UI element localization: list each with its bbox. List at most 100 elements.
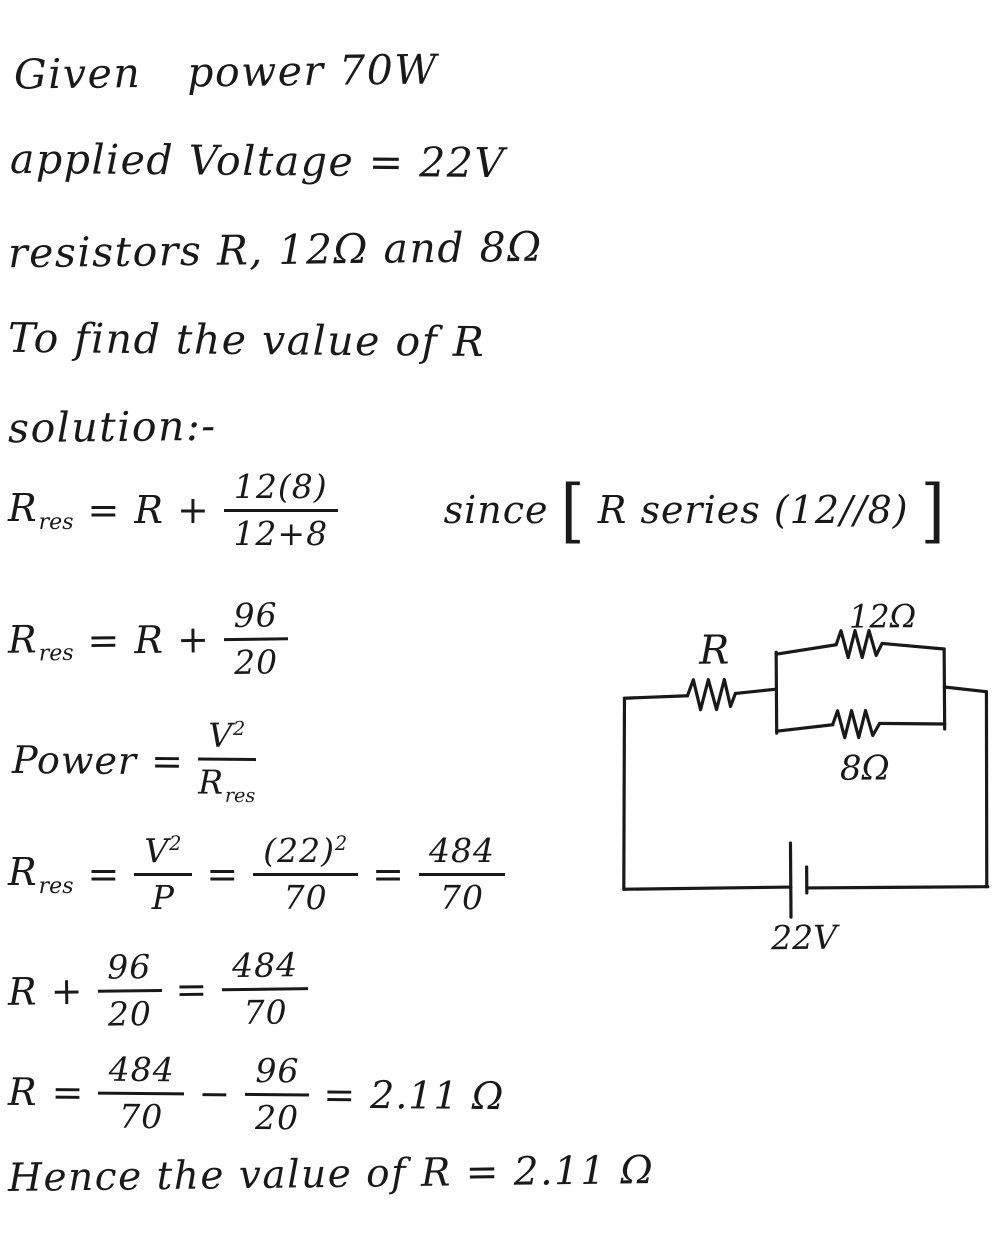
battery-voltage-label: 22V xyxy=(770,918,840,957)
res-subscript: res xyxy=(224,783,256,807)
squared-exponent: 2 xyxy=(232,716,246,740)
fraction-numerator: V2 xyxy=(197,716,257,762)
applied-voltage-text: applied Voltage = 22V xyxy=(9,134,506,188)
wire-r-to-box xyxy=(733,687,779,696)
equals-sign: = xyxy=(175,967,209,1013)
given-word: Given xyxy=(13,49,142,99)
branch-bottom-wire-right xyxy=(878,721,947,726)
circuit-diagram: R 12Ω 8Ω 22V xyxy=(622,597,990,957)
rres-symbol: Rres xyxy=(8,849,74,900)
wire-box-to-right xyxy=(942,685,989,694)
fraction-v2-p: V2 P xyxy=(134,832,193,917)
statement-to-find: To find the value of R xyxy=(8,314,486,366)
fraction-denominator: 20 xyxy=(233,642,279,682)
fraction-numerator: 96 xyxy=(245,1051,310,1097)
solution-text: solution:- xyxy=(7,401,217,453)
fraction-12-8: 12(8) 12+8 xyxy=(223,468,338,553)
statement-conclusion: Hence the value of R = 2.11 Ω xyxy=(8,1148,655,1201)
r-symbol: R xyxy=(7,1070,38,1115)
fraction-numerator: 484 xyxy=(221,945,309,992)
fraction-denominator: 70 xyxy=(283,877,328,917)
equals-sign: = xyxy=(87,852,121,897)
statement-applied-voltage: applied Voltage = 22V xyxy=(10,135,506,187)
parallel-box-left xyxy=(774,650,779,735)
r-plus-term: R + xyxy=(134,488,210,533)
resistor-12-zigzag xyxy=(834,628,884,660)
fraction-484-70: 484 70 xyxy=(418,832,505,917)
fraction-denominator: 70 xyxy=(243,992,288,1032)
squared-exponent: 2 xyxy=(169,832,182,855)
res-subscript: res xyxy=(38,874,74,900)
branch-bottom-wire-left xyxy=(775,723,835,733)
conclusion-text: Hence the value of R = 2.11 Ω xyxy=(7,1148,655,1201)
fraction-v2-rres: V2 Rres xyxy=(197,716,257,807)
battery-long-plate xyxy=(788,841,793,919)
equation-rres-simplified: Rres = R + 96 20 xyxy=(7,595,288,684)
fraction-96-20: 96 20 xyxy=(223,595,288,682)
equation-power: Power = V2 Rres xyxy=(12,715,257,807)
fraction-denominator: 20 xyxy=(107,994,153,1034)
resistors-text: resistors R, 12Ω and 8Ω xyxy=(7,222,544,278)
fraction-denominator: 20 xyxy=(254,1097,300,1138)
res-subscript: res xyxy=(38,641,74,667)
wire-left xyxy=(622,696,627,891)
fraction-22sq-70: (22)2 70 xyxy=(253,832,359,917)
fraction-denominator: Rres xyxy=(198,762,256,807)
minus-sign: − xyxy=(198,1071,232,1117)
fraction-96-20: 96 20 xyxy=(245,1051,310,1138)
equals-sign: = xyxy=(206,852,240,897)
equation-balance: R + 96 20 = 484 70 xyxy=(7,945,309,1035)
resistor-8-label: 8Ω xyxy=(840,748,890,788)
resistor-8-zigzag xyxy=(831,708,882,740)
fraction-numerator: 96 xyxy=(223,595,288,642)
res-subscript: res xyxy=(38,510,74,536)
equals-sign: = xyxy=(51,1070,85,1115)
fraction-numerator: 12(8) xyxy=(223,468,338,512)
r-plus-term: R + xyxy=(134,617,211,663)
equals-sign: = xyxy=(150,738,185,784)
squared-exponent: 2 xyxy=(334,832,348,855)
series-note: R series (12//8) xyxy=(597,488,909,533)
rres-symbol: Rres xyxy=(7,616,74,667)
wire-bottom-right xyxy=(805,885,990,890)
bracket-open: [ xyxy=(560,469,586,552)
wire-top-left xyxy=(622,694,690,700)
fraction-denominator: 12+8 xyxy=(233,513,329,553)
fraction-484-70: 484 70 xyxy=(98,1050,185,1137)
fraction-denominator: 70 xyxy=(119,1096,164,1137)
resistor-r-zigzag xyxy=(685,677,738,712)
fraction-numerator: V2 xyxy=(134,832,193,876)
resistor-r-label: R xyxy=(698,627,729,673)
bracket-close: ] xyxy=(920,469,946,552)
wire-right xyxy=(984,690,989,889)
power-label: Power xyxy=(11,737,138,783)
fraction-numerator: (22)2 xyxy=(253,832,359,876)
given-value: power 70W xyxy=(186,45,439,97)
fraction-484-70: 484 70 xyxy=(221,945,309,1032)
parallel-box-right xyxy=(942,647,947,731)
equation-result: R = 484 70 − 96 20 = 2.11 Ω xyxy=(8,1050,505,1139)
branch-top-wire-right xyxy=(880,641,946,651)
r-plus-term: R + xyxy=(7,969,84,1015)
fraction-numerator: 484 xyxy=(418,832,505,876)
equals-sign: = xyxy=(323,1073,357,1118)
fraction-numerator: 96 xyxy=(97,947,162,993)
equals-sign: = xyxy=(87,618,121,664)
since-label: since xyxy=(443,488,549,533)
statement-given: Given power 70W xyxy=(14,45,438,98)
wire-bottom-left xyxy=(622,885,793,891)
statement-resistors: resistors R, 12Ω and 8Ω xyxy=(8,223,543,278)
fraction-denominator: P xyxy=(151,877,175,917)
rres-symbol: Rres xyxy=(8,485,74,536)
result-value: 2.11 Ω xyxy=(369,1073,505,1119)
to-find-text: To find the value of R xyxy=(7,313,486,367)
equals-sign: = xyxy=(372,852,405,897)
equation-rres-parallel: Rres = R + 12(8) 12+8 since [ R series (… xyxy=(8,468,946,553)
equation-rres-values: Rres = V2 P = (22)2 70 = 484 70 xyxy=(8,832,505,917)
fraction-numerator: 484 xyxy=(98,1050,185,1096)
statement-solution: solution:- xyxy=(8,402,217,453)
resistor-12-label: 12Ω xyxy=(849,597,917,635)
fraction-denominator: 70 xyxy=(439,877,484,917)
equals-sign: = xyxy=(87,488,121,533)
